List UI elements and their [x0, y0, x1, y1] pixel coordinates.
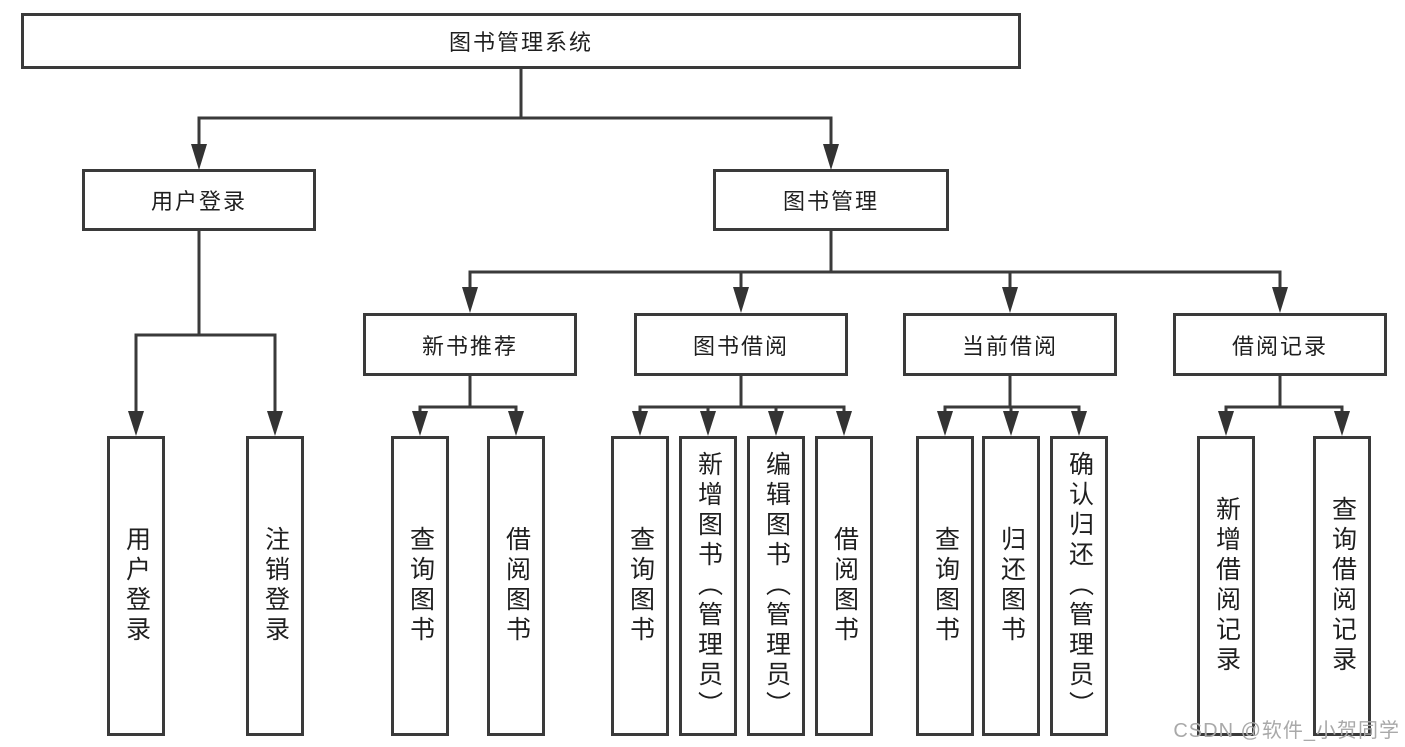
- leaf-return-book: 归还图书: [982, 436, 1040, 736]
- connector-records-branch: [1224, 405, 1344, 413]
- node-user-login-label: 用户登录: [150, 189, 247, 214]
- leaf-query-books-borrow-label: 查询图书: [626, 526, 655, 646]
- connector-root-branch: [197, 116, 833, 146]
- leaf-query-borrow-record-label: 查询借阅记录: [1328, 496, 1357, 676]
- leaf-add-book-admin-label: 新增图书（管理员）: [694, 451, 723, 721]
- leaf-user-login-label: 用户登录: [122, 526, 151, 646]
- leaf-query-books-recommend: 查询图书: [391, 436, 449, 736]
- node-current-borrow: 当前借阅: [903, 313, 1117, 376]
- csdn-watermark: CSDN @软件_小贺同学: [1173, 720, 1400, 742]
- node-borrow-records: 借阅记录: [1173, 313, 1387, 376]
- leaf-borrow-books-label: 借阅图书: [830, 526, 859, 646]
- node-book-borrow-label: 图书借阅: [692, 333, 789, 359]
- leaf-query-books-current: 查询图书: [916, 436, 974, 736]
- node-book-management: 图书管理: [713, 169, 949, 231]
- leaf-query-books-borrow: 查询图书: [611, 436, 669, 736]
- leaf-query-borrow-record: 查询借阅记录: [1313, 436, 1371, 736]
- leaf-confirm-return-admin: 确认归还（管理员）: [1050, 436, 1108, 736]
- connector-recommend-branch: [418, 405, 518, 413]
- leaf-borrow-books-recommend-label: 借阅图书: [502, 526, 531, 646]
- node-borrow-records-label: 借阅记录: [1231, 333, 1328, 359]
- leaf-query-books-current-label: 查询图书: [931, 526, 960, 646]
- connector-userlogin-branch: [134, 333, 277, 412]
- arrowheads: [128, 144, 1350, 436]
- leaf-edit-book-admin: 编辑图书（管理员）: [747, 436, 805, 736]
- node-book-borrow: 图书借阅: [634, 313, 848, 376]
- leaf-edit-book-admin-label: 编辑图书（管理员）: [762, 451, 791, 721]
- leaf-confirm-return-admin-label: 确认归还（管理员）: [1065, 451, 1094, 721]
- node-root-label: 图书管理系统: [448, 30, 593, 55]
- node-current-borrow-label: 当前借阅: [961, 333, 1058, 359]
- leaf-user-login: 用户登录: [107, 436, 165, 736]
- leaf-borrow-books-recommend: 借阅图书: [487, 436, 545, 736]
- connector-bookmgmt-branch: [468, 270, 1282, 290]
- leaf-add-borrow-record-label: 新增借阅记录: [1212, 496, 1241, 676]
- connector-borrow-branch: [638, 405, 846, 413]
- leaf-borrow-books: 借阅图书: [815, 436, 873, 736]
- node-new-book-recommend: 新书推荐: [363, 313, 577, 376]
- node-root: 图书管理系统: [21, 13, 1021, 69]
- leaf-query-books-recommend-label: 查询图书: [406, 526, 435, 646]
- leaf-return-book-label: 归还图书: [997, 526, 1026, 646]
- node-user-login: 用户登录: [82, 169, 316, 231]
- leaf-add-borrow-record: 新增借阅记录: [1197, 436, 1255, 736]
- leaf-logout-label: 注销登录: [261, 526, 290, 646]
- leaf-logout: 注销登录: [246, 436, 304, 736]
- node-new-book-recommend-label: 新书推荐: [421, 333, 518, 359]
- leaf-add-book-admin: 新增图书（管理员）: [679, 436, 737, 736]
- node-book-management-label: 图书管理: [782, 189, 879, 214]
